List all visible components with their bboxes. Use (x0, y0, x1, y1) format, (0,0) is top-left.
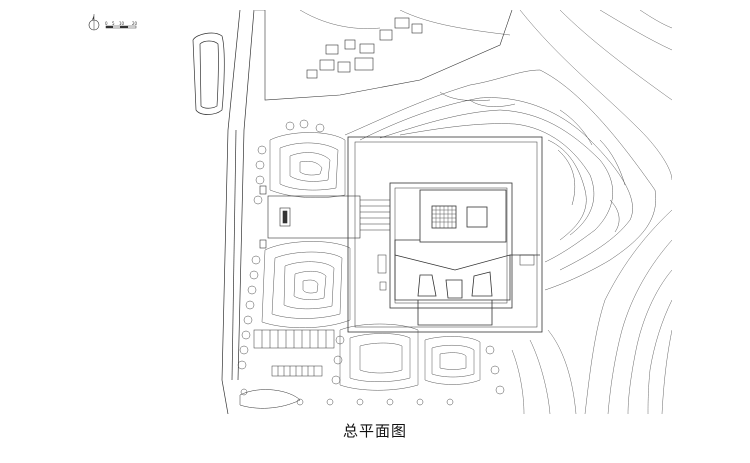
trees (237, 119, 505, 406)
scale-tick-5: 5 (112, 21, 115, 26)
garden-south (261, 241, 351, 328)
scale-tick-0: 0 (105, 21, 108, 26)
scale-tick-20: 20 (132, 21, 138, 26)
scale-tick-10: 10 (119, 21, 125, 26)
platform-details (377, 254, 535, 291)
site-plan-drawing (192, 10, 672, 414)
garden-north (269, 132, 346, 198)
entry-plaza (259, 185, 390, 249)
road (192, 10, 255, 414)
north-arrow-icon (88, 14, 137, 31)
site-plan (178, 10, 672, 414)
terrain-contours (299, 10, 672, 414)
main-building (389, 182, 540, 326)
parking (239, 329, 335, 409)
landscape-east (344, 69, 656, 291)
main-platform (347, 136, 543, 333)
garden-southeast (339, 323, 481, 391)
upper-buildings (255, 10, 513, 101)
caption: 总平面图 (342, 422, 407, 440)
scale-bar: 0 5 10 20 (86, 12, 146, 34)
